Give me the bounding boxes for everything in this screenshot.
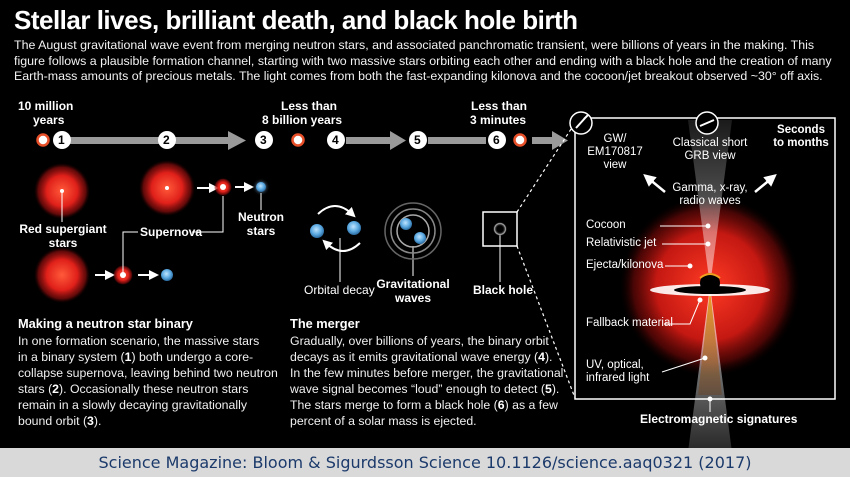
em-pointer-lines bbox=[660, 223, 713, 412]
label-uv-optical-ir: UV, optical,infrared light bbox=[586, 359, 650, 384]
label-gravitational: Gravitational bbox=[376, 277, 450, 291]
label-orbital-decay: Orbital decay bbox=[304, 283, 375, 297]
timeline-less-than-2: Less than bbox=[471, 99, 528, 113]
figure-title: Stellar lives, brilliant death, and blac… bbox=[14, 5, 578, 35]
merger-heading: The merger bbox=[290, 316, 360, 331]
infographic-panel: Stellar lives, brilliant death, and blac… bbox=[0, 0, 850, 448]
gravitational-waves bbox=[384, 202, 442, 260]
timeline-less-than-1: Less than bbox=[281, 99, 338, 113]
timeline-10-million: 10 million bbox=[18, 99, 74, 113]
step-2: 2 bbox=[163, 133, 170, 147]
red-supergiant-top bbox=[34, 163, 90, 219]
intro-text: The August gravitational wave event from… bbox=[14, 38, 832, 83]
label-em-signatures: Electromagnetic signatures bbox=[640, 412, 798, 426]
label-cocoon: Cocoon bbox=[586, 219, 626, 231]
supernova-top bbox=[214, 178, 232, 196]
label-neutron: Neutron bbox=[238, 210, 284, 224]
timeline-step-circles bbox=[53, 131, 506, 149]
telescope-icon-gw bbox=[569, 111, 593, 135]
step-4: 4 bbox=[332, 133, 339, 147]
timeline-3-minutes: 3 minutes bbox=[470, 113, 527, 127]
step-1: 1 bbox=[58, 133, 65, 147]
red-supergiant-bottom bbox=[34, 247, 90, 303]
pointer-lines bbox=[61, 193, 501, 282]
label-ejecta-kilonova: Ejecta/kilonova bbox=[586, 259, 664, 271]
label-red-supergiant: Red supergiant bbox=[19, 222, 107, 236]
label-fallback-material: Fallback material bbox=[586, 317, 673, 329]
timeline-arrows bbox=[70, 131, 568, 150]
label-black-hole: Black hole bbox=[473, 283, 534, 297]
orbital-decay-pair bbox=[310, 205, 361, 252]
source-caption: Science Magazine: Bloom & Sigurdsson Sci… bbox=[0, 448, 850, 477]
label-stars-2: stars bbox=[246, 224, 276, 238]
label-gamma-xray-radio: Gamma, x-ray,radio waves bbox=[672, 182, 748, 207]
telescope-icon-grb bbox=[695, 111, 719, 135]
em-panel bbox=[574, 117, 836, 448]
binary-text-block: Making a neutron star binary In one form… bbox=[18, 316, 288, 429]
step-6: 6 bbox=[493, 133, 500, 147]
neutron-star-top bbox=[252, 178, 270, 196]
step-5: 5 bbox=[414, 133, 421, 147]
label-relativistic-jet: Relativistic jet bbox=[586, 237, 657, 249]
binary-heading: Making a neutron star binary bbox=[18, 316, 193, 331]
label-stars-1: stars bbox=[48, 236, 78, 250]
supernova-top-star bbox=[139, 160, 195, 216]
step-3: 3 bbox=[260, 133, 267, 147]
timeline-years: years bbox=[33, 113, 65, 127]
timeline-8-billion: 8 billion years bbox=[262, 113, 343, 127]
diagram-graphics bbox=[34, 111, 836, 448]
timeline-markers bbox=[36, 133, 527, 147]
label-supernova: Supernova bbox=[140, 225, 203, 239]
black-hole-icon bbox=[482, 211, 518, 247]
neutron-star-bottom bbox=[161, 269, 173, 281]
merger-text-block: The merger Gradually, over billions of y… bbox=[290, 316, 570, 429]
label-waves: waves bbox=[394, 291, 432, 305]
